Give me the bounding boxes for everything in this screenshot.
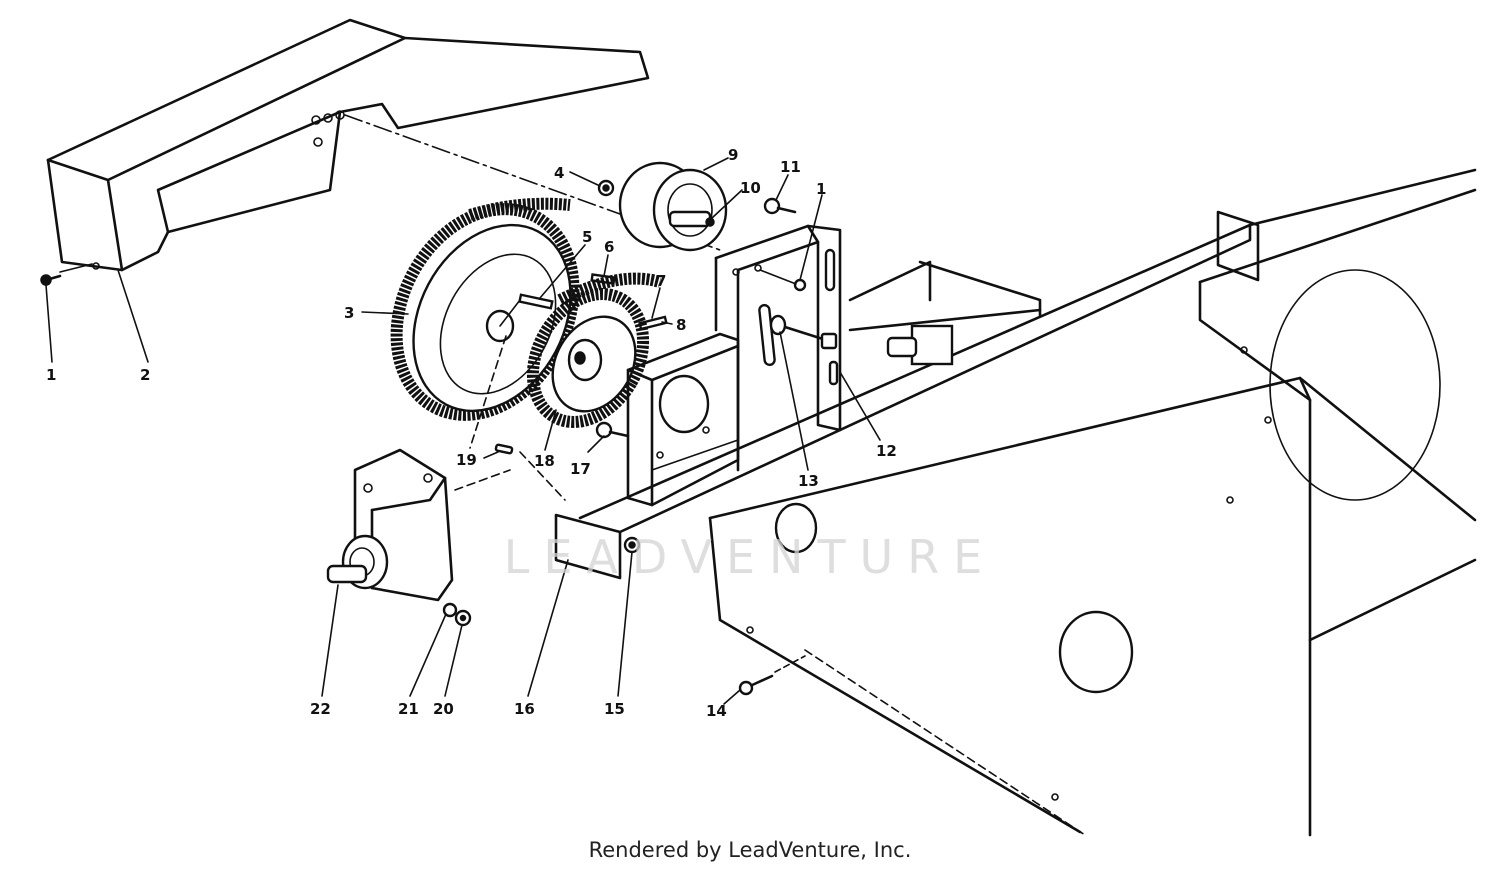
callout-5: 5 (582, 228, 592, 246)
belt-guard-cover (46, 18, 650, 273)
callout-13: 13 (798, 472, 819, 490)
idler-pulley (618, 161, 728, 252)
large-pulley (390, 197, 580, 421)
callout-11: 11 (780, 158, 801, 176)
screw-part-1-right (759, 269, 807, 292)
bolt-part-11 (763, 197, 797, 215)
bolt-part-17 (595, 421, 630, 439)
washers-part-20-21 (442, 602, 472, 627)
frame-rails (554, 168, 1477, 580)
callout-1-left: 1 (46, 366, 56, 384)
callout-16: 16 (514, 700, 535, 718)
pin-part-19 (494, 443, 514, 455)
bearing-housing (626, 332, 740, 507)
callout-10: 10 (740, 179, 761, 197)
callout-21: 21 (398, 700, 419, 718)
bolt-part-12 (769, 314, 838, 350)
callout-22: 22 (310, 700, 331, 718)
callout-14: 14 (706, 702, 727, 720)
auger-housing (708, 188, 1477, 837)
callout-labels: 1 2 3 4 5 6 7 8 9 10 11 1 12 13 14 15 16… (46, 146, 897, 720)
callout-4: 4 (554, 164, 564, 182)
callout-6: 6 (604, 238, 614, 256)
callout-8: 8 (676, 316, 686, 334)
screw-part-14 (738, 655, 806, 696)
small-pulley (526, 272, 662, 428)
callout-3: 3 (344, 304, 354, 322)
callout-19: 19 (456, 451, 477, 469)
screw-part-1 (40, 274, 62, 286)
callout-15: 15 (604, 700, 625, 718)
callout-1-right: 1 (816, 180, 826, 198)
callout-9: 9 (728, 146, 738, 164)
leader-lines (45, 157, 881, 705)
callout-12: 12 (876, 442, 897, 460)
alignment-lines (454, 335, 1086, 836)
watermark-text: LEADVENTURE (503, 530, 997, 584)
callout-17: 17 (570, 460, 591, 478)
render-credit: Rendered by LeadVenture, Inc. (588, 838, 912, 862)
gearbox (326, 448, 454, 602)
callout-7: 7 (656, 272, 666, 290)
callout-18: 18 (534, 452, 555, 470)
callout-2: 2 (140, 366, 150, 384)
callout-20: 20 (433, 700, 454, 718)
keys (518, 273, 668, 331)
nut-part-4 (597, 179, 615, 197)
